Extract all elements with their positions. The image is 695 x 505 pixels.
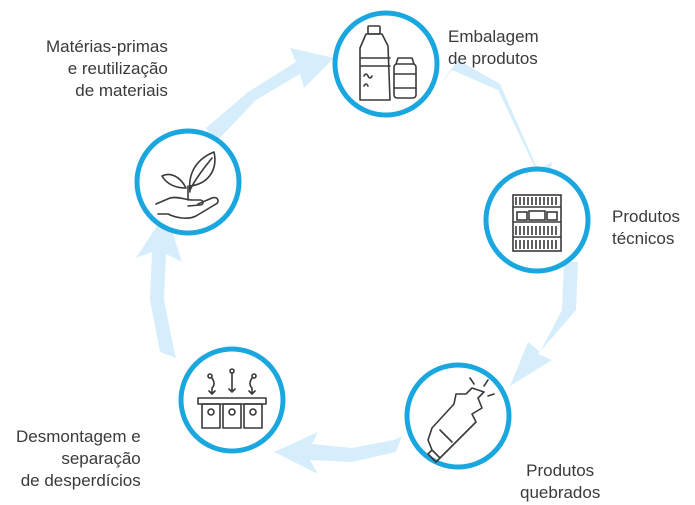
- plant-in-hand-icon: [155, 151, 219, 219]
- label-raw: Matérias-primas e reutilização de materi…: [46, 36, 168, 102]
- arrow-technical-to-broken: [510, 262, 578, 386]
- stage-packaging: [332, 10, 440, 118]
- label-broken-line-1: Produtos: [526, 461, 595, 480]
- stage-sorting: [178, 346, 286, 454]
- label-technical-line-2: técnicos: [612, 229, 675, 248]
- stage-sorting-circle: [178, 346, 286, 454]
- sorting-bins-icon: [197, 368, 267, 429]
- stage-broken: [404, 362, 512, 470]
- label-broken: Produtos quebrados: [520, 460, 600, 504]
- label-sorting-line-3: de desperdícios: [20, 471, 141, 490]
- label-packaging-line-1: Embalagem: [448, 27, 539, 46]
- label-raw-line-3: de materiais: [75, 81, 168, 100]
- stage-raw: [134, 128, 242, 236]
- label-sorting-line-2: separação: [61, 449, 141, 468]
- label-broken-line-2: quebrados: [520, 483, 601, 502]
- label-packaging: Embalagem de produtos: [448, 26, 539, 70]
- label-raw-line-1: Matérias-primas: [46, 37, 168, 56]
- arrow-broken-to-sorting: [274, 432, 402, 474]
- stage-technical: [483, 166, 591, 274]
- label-sorting: Desmontagem e separação de desperdícios: [16, 426, 141, 492]
- label-packaging-line-2: de produtos: [448, 49, 538, 68]
- stage-broken-circle: [404, 362, 512, 470]
- label-technical-line-1: Produtos: [612, 207, 681, 226]
- label-sorting-line-1: Desmontagem e: [16, 427, 141, 446]
- label-technical: Produtos técnicos: [612, 206, 680, 250]
- arrow-raw-to-packaging: [206, 48, 334, 142]
- stage-raw-circle: [134, 128, 242, 236]
- shelves-icon: [512, 194, 562, 252]
- label-raw-line-2: e reutilização: [67, 59, 168, 78]
- broken-bottle-icon: [427, 377, 495, 463]
- bottles-icon: [359, 25, 417, 101]
- arrow-sorting-to-raw: [136, 212, 182, 358]
